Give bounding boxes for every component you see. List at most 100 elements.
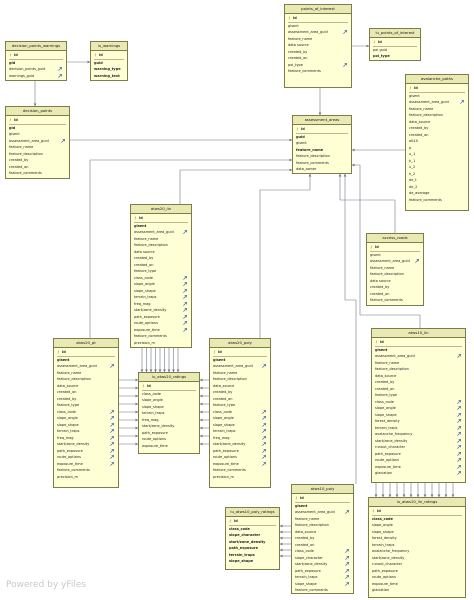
foreign-key-icon <box>345 581 349 586</box>
field-name: route_options <box>142 437 166 441</box>
table-field: slope_shape <box>142 404 196 411</box>
table-field: class_code <box>134 275 188 282</box>
field-name: created_by <box>295 536 315 540</box>
field-name: created_by <box>288 49 308 54</box>
foreign-key-icon <box>345 510 349 514</box>
field-name: start/zone_density <box>372 555 405 560</box>
field-name: feature_type <box>213 403 236 407</box>
field-name: data_source <box>57 383 79 388</box>
table-field: feature_description <box>370 271 420 278</box>
field-name: path_exposure <box>142 430 168 435</box>
table-field: class_code <box>295 548 350 555</box>
primary-key-icon: ⚷ <box>288 16 291 20</box>
field-name: route_options <box>375 458 399 462</box>
field-name: de_t <box>409 178 417 182</box>
foreign-key-icon <box>183 282 187 286</box>
field-name: start/zone_density <box>295 562 328 566</box>
table-field: data source <box>288 42 348 49</box>
foreign-key-icon <box>457 432 461 436</box>
primary-key-icon: ⚷ <box>295 496 298 500</box>
foreign-key-icon <box>183 321 187 325</box>
field-name: path_exposure <box>372 568 398 573</box>
table-field: class_code <box>372 516 462 523</box>
table-field: feature_comments <box>370 297 420 304</box>
field-name: freq_mag <box>142 417 159 422</box>
table-field: class_code <box>213 409 267 416</box>
field-name: assessment_area_guid <box>9 138 49 143</box>
field-name: assessment_area_guid <box>295 510 335 514</box>
table-field: freq_mag <box>142 417 196 424</box>
field-name: feature_name <box>295 516 320 521</box>
field-name: feature_description <box>57 377 91 381</box>
field-name: feature_type <box>57 403 80 407</box>
field-name: feature_name <box>134 236 159 241</box>
table-field: forest_density <box>375 418 462 425</box>
table-field: route_options <box>375 457 462 464</box>
table-field: feature_comments <box>295 587 350 594</box>
table-field: start/zone_density <box>142 423 196 430</box>
table-field: path_exposure <box>57 448 115 455</box>
field-name: forest_density <box>372 536 397 540</box>
table-field: slope_shape <box>134 288 188 295</box>
field-name: start/zone_density <box>142 424 175 428</box>
field-name: feature_type <box>375 393 398 397</box>
field-name: id <box>234 519 238 523</box>
field-name: created_on <box>288 56 308 60</box>
field-name: freq_mag <box>134 301 151 306</box>
table-field: created_on <box>370 291 420 298</box>
field-name: path_exposure <box>295 568 321 573</box>
field-name: start/zone_density <box>375 438 408 443</box>
field-name: created_by <box>9 158 29 162</box>
field-name: feature_comments <box>370 298 403 302</box>
primary-key-icon: ⚷ <box>9 53 12 57</box>
foreign-key-icon <box>457 438 461 443</box>
field-name: start/zone_density <box>57 442 90 446</box>
foreign-key-icon <box>183 230 187 234</box>
table-title: lu_warnings <box>91 42 127 51</box>
field-name: gisent <box>213 357 226 362</box>
table-field: assessment_area_guid <box>134 229 188 236</box>
field-name: created_on <box>370 291 390 296</box>
table-field: path_exposure <box>142 430 196 437</box>
foreign-key-icon <box>457 464 461 469</box>
primary-key-icon: ⚷ <box>372 509 375 513</box>
table-title: lu_atws10_lin_ratings <box>369 498 465 507</box>
table-field: slope_angle <box>142 397 196 404</box>
table-field: created_on <box>57 389 115 396</box>
field-name: feature_description <box>134 243 168 247</box>
field-name: assessment_area_guid <box>57 364 97 368</box>
field-name: feature_description <box>296 154 330 158</box>
field-name: assessment_area_guid <box>409 100 449 104</box>
primary-key-icon: ⚷ <box>229 519 232 523</box>
foreign-key-icon <box>457 419 461 423</box>
field-name: feature_name <box>375 360 400 365</box>
table-field: gisent <box>409 93 465 100</box>
table-field: created_on <box>134 262 188 269</box>
field-name: id <box>293 16 297 20</box>
table-field: feature_name <box>409 106 465 113</box>
field-name: gisent <box>370 252 381 257</box>
table-field: p <box>409 145 465 152</box>
table-field: data_owner <box>296 166 348 173</box>
foreign-key-icon <box>183 301 187 306</box>
table-field: created_by <box>213 389 267 396</box>
